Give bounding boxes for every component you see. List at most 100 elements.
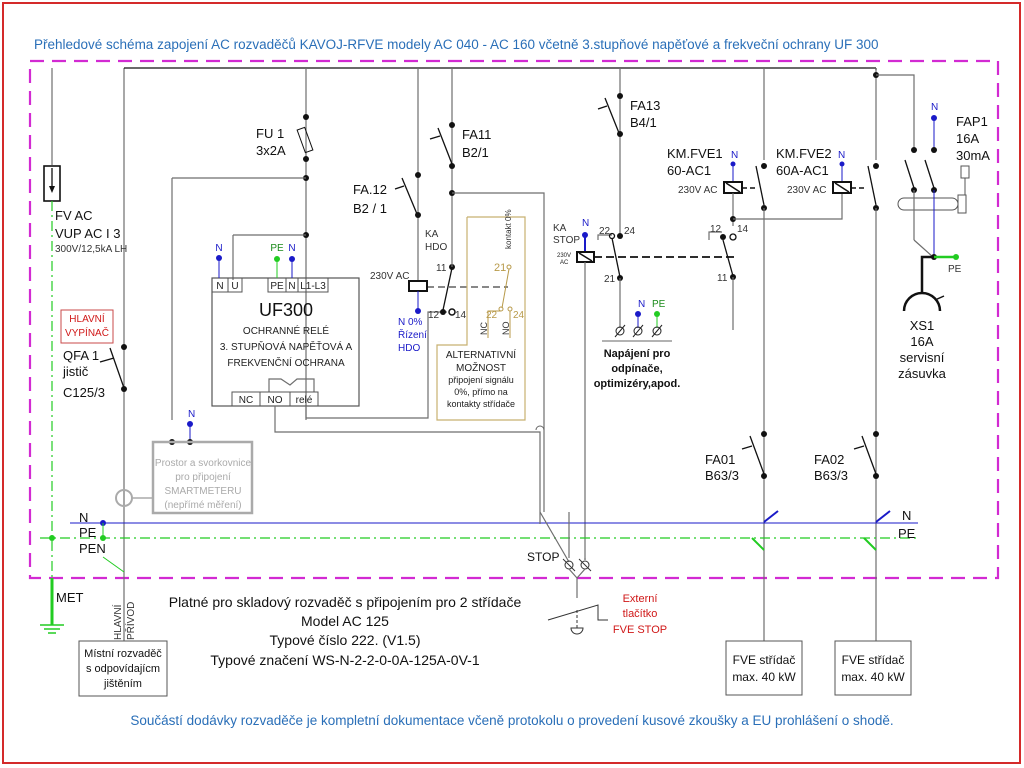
- svg-text:Typové značení WS-N-2-2-0-0A-1: Typové značení WS-N-2-2-0-0A-125A-0V-1: [210, 652, 479, 668]
- svg-text:C125/3: C125/3: [63, 385, 105, 400]
- main-switch-label: HLAVNÍ VYPÍNAČ: [60, 309, 114, 344]
- fa12-breaker: FA.12 B2 / 1: [353, 68, 421, 282]
- enclosure-boundary: [28, 59, 1000, 580]
- fa02-breaker: FA02 B63/3: [814, 431, 891, 551]
- svg-text:Řízení: Řízení: [398, 328, 427, 341]
- svg-text:B63/3: B63/3: [814, 468, 848, 483]
- smartmeter-space: N Prostor a svorkovnice pro připojení SM…: [115, 409, 254, 515]
- svg-text:Prostor a svorkovnice: Prostor a svorkovnice: [155, 458, 252, 469]
- xs1-service-socket: XS1 16A servisní zásuvka: [898, 255, 947, 381]
- svg-text:NO: NO: [501, 322, 511, 336]
- svg-text:HDO: HDO: [425, 242, 447, 253]
- svg-text:s odpovídajícm: s odpovídajícm: [86, 663, 160, 675]
- svg-text:FVE střídač: FVE střídač: [733, 653, 796, 667]
- main-feed-label: HLAVNÍ PŘÍVOD: [111, 602, 137, 640]
- svg-text:N: N: [215, 243, 222, 254]
- svg-text:max. 40 kW: max. 40 kW: [841, 670, 905, 684]
- svg-text:SMARTMETERU: SMARTMETERU: [164, 486, 241, 497]
- svg-text:PE: PE: [270, 243, 284, 254]
- svg-text:B4/1: B4/1: [630, 115, 657, 130]
- fu1-fuse: FU 1 3x2A: [171, 68, 314, 420]
- svg-text:24: 24: [513, 310, 525, 321]
- svg-text:N: N: [216, 281, 223, 292]
- svg-text:N: N: [582, 218, 589, 229]
- km-fve1-contactor: KM.FVE1 60-AC1 N 230V AC 12 14 11: [667, 146, 843, 330]
- svg-text:FA02: FA02: [814, 452, 844, 467]
- svg-text:servisní: servisní: [900, 350, 945, 365]
- svg-text:PE: PE: [898, 526, 916, 541]
- pe-bus: PE PEN PE: [40, 523, 918, 573]
- svg-text:3. STUPŇOVÁ NAPĚŤOVÁ A: 3. STUPŇOVÁ NAPĚŤOVÁ A: [220, 340, 353, 353]
- svg-text:PE: PE: [270, 281, 284, 292]
- ka-hdo-relay: KA HDO 230V AC N 0% Řízení HDO 11 12 14: [370, 229, 508, 354]
- svg-text:připojení signálu: připojení signálu: [448, 375, 514, 385]
- svg-text:STOP: STOP: [527, 550, 559, 564]
- svg-text:230V AC: 230V AC: [370, 271, 409, 282]
- footer-note: Součástí dodávky rozvaděče je kompletní …: [130, 713, 893, 728]
- model-notes: Platné pro skladový rozvaděč s připojení…: [169, 594, 522, 668]
- svg-text:11: 11: [717, 273, 728, 284]
- svg-text:pro připojení: pro připojení: [175, 472, 231, 483]
- svg-text:24: 24: [624, 226, 636, 237]
- fv-ac-name: FV AC: [55, 208, 93, 223]
- km-fve1-power-contact: [755, 68, 767, 650]
- svg-text:FVE STOP: FVE STOP: [613, 624, 667, 636]
- alternative-option-box: kontakt 0% 21 22 24 NC NO ALTERNATIVNÍ M…: [436, 209, 526, 421]
- svg-text:PEN: PEN: [79, 541, 106, 556]
- svg-text:Typové číslo 222. (V1.5): Typové číslo 222. (V1.5): [270, 632, 421, 648]
- svg-text:VYPÍNAČ: VYPÍNAČ: [65, 326, 109, 339]
- svg-text:230V: 230V: [557, 253, 571, 259]
- km-fve2-contactor: KM.FVE2 60A-AC1 N 230V AC: [776, 146, 866, 196]
- svg-text:12: 12: [710, 224, 722, 235]
- svg-text:Model AC 125: Model AC 125: [301, 613, 389, 629]
- svg-text:N: N: [931, 102, 938, 113]
- fa13-breaker: FA13 B4/1: [597, 68, 660, 235]
- svg-text:N: N: [288, 281, 295, 292]
- svg-text:PE: PE: [652, 299, 666, 310]
- fap1-rcbo: N FAP1 16A 30mA PE: [876, 74, 990, 275]
- earthing-met: MET: [40, 578, 84, 634]
- svg-text:Místní rozvaděč: Místní rozvaděč: [84, 648, 162, 660]
- local-distribution-board: Místní rozvaděč s odpovídajícm jištěním: [78, 640, 168, 697]
- svg-text:NC: NC: [479, 322, 489, 335]
- svg-text:odpínače,: odpínače,: [611, 363, 662, 375]
- svg-text:kontakty střídače: kontakty střídače: [447, 399, 515, 409]
- auxiliary-supply-terminals: N PE Napájení pro odpínače, optimizéry,a…: [594, 299, 681, 390]
- svg-text:kontakt 0%: kontakt 0%: [504, 209, 513, 249]
- svg-text:Platné pro skladový rozvaděč s: Platné pro skladový rozvaděč s připojení…: [169, 594, 522, 610]
- svg-text:KM.FVE1: KM.FVE1: [667, 146, 723, 161]
- svg-text:jištěním: jištěním: [103, 678, 142, 690]
- svg-text:U: U: [231, 281, 238, 292]
- svg-text:14: 14: [737, 224, 749, 235]
- svg-text:QFA 1: QFA 1: [63, 348, 99, 363]
- svg-text:(nepřímé měření): (nepřímé měření): [164, 500, 241, 511]
- svg-text:max. 40 kW: max. 40 kW: [732, 670, 796, 684]
- svg-text:B63/3: B63/3: [705, 468, 739, 483]
- svg-text:PE: PE: [948, 264, 962, 275]
- svg-text:NO: NO: [268, 395, 283, 406]
- svg-text:FA11: FA11: [462, 127, 491, 142]
- svg-text:Externí: Externí: [623, 593, 658, 605]
- svg-text:PŘÍVOD: PŘÍVOD: [124, 602, 137, 640]
- svg-text:FREKVENČNÍ OCHRANA: FREKVENČNÍ OCHRANA: [227, 356, 345, 369]
- svg-text:FU 1: FU 1: [256, 126, 284, 141]
- svg-text:NC: NC: [239, 395, 253, 406]
- svg-text:N: N: [79, 510, 88, 525]
- svg-text:optimizéry,apod.: optimizéry,apod.: [594, 378, 681, 390]
- svg-text:N: N: [188, 409, 195, 420]
- svg-text:FA.12: FA.12: [353, 182, 387, 197]
- svg-text:STOP: STOP: [553, 235, 580, 246]
- svg-text:60A-AC1: 60A-AC1: [776, 163, 829, 178]
- svg-text:3x2A: 3x2A: [256, 143, 286, 158]
- svg-text:KM.FVE2: KM.FVE2: [776, 146, 832, 161]
- svg-text:230V AC: 230V AC: [787, 185, 826, 196]
- svg-text:14: 14: [455, 310, 467, 321]
- fa01-breaker: FA01 B63/3: [705, 431, 779, 551]
- svg-text:22: 22: [486, 310, 498, 321]
- km-fve2-power-contact: [867, 68, 879, 650]
- svg-text:N: N: [731, 150, 738, 161]
- svg-text:UF300: UF300: [259, 300, 313, 320]
- svg-text:relé: relé: [296, 395, 313, 406]
- svg-text:HLAVNÍ: HLAVNÍ: [69, 312, 105, 325]
